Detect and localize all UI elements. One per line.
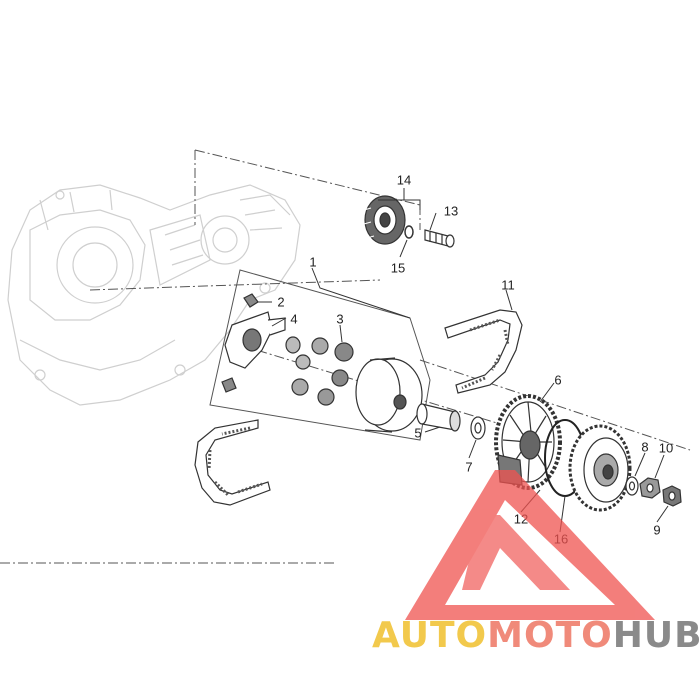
clutch-bell (568, 424, 632, 512)
part-8-washer (625, 476, 639, 496)
part-4-ramp-plate (221, 311, 286, 393)
callout-4: 4 (290, 311, 298, 327)
callout-14: 14 (396, 172, 412, 188)
watermark-moto: MOTO (487, 615, 613, 656)
callout-7: 7 (465, 459, 473, 475)
engine-case-ghost (7, 184, 301, 406)
part-10-nut (639, 477, 661, 499)
part-9-nut (662, 485, 682, 507)
callout-10: 10 (658, 440, 674, 456)
part-15-ring (404, 225, 414, 239)
part-3-rollers (285, 336, 354, 406)
main-pulley (355, 357, 423, 433)
callout-3: 3 (336, 311, 344, 327)
part-11-belt-upper (444, 309, 523, 394)
callout-6: 6 (554, 372, 562, 388)
callout-5: 5 (414, 425, 422, 441)
watermark-text: AUTOMOTOHUB (372, 618, 700, 654)
part-14-roller (363, 195, 406, 245)
callout-8: 8 (641, 439, 649, 455)
callout-13: 13 (443, 203, 459, 219)
part-5-bushing (416, 403, 461, 432)
part-7-washer (470, 416, 486, 440)
belt-lower (194, 419, 271, 506)
leader-lines (258, 188, 669, 533)
watermark-hub: HUB (612, 615, 700, 656)
callout-9: 9 (653, 522, 661, 538)
callout-15: 15 (390, 260, 406, 276)
callout-2: 2 (277, 294, 285, 310)
callout-11: 11 (501, 277, 515, 293)
watermark-auto: AUTO (372, 615, 488, 656)
callout-1: 1 (309, 254, 317, 270)
part-13-pin (424, 229, 455, 248)
watermark-triangle-logo (405, 470, 655, 620)
